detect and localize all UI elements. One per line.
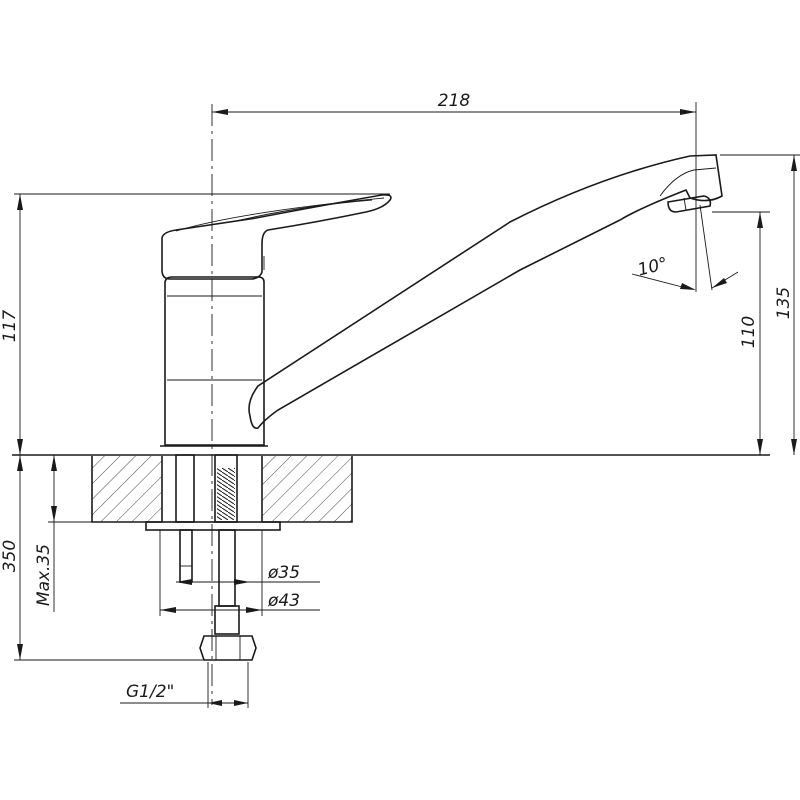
outlet-height-label: 110 bbox=[739, 316, 759, 348]
dimension-total-height: 135 bbox=[720, 154, 800, 455]
angle-arrow-right bbox=[712, 278, 727, 288]
hose-connection-nut bbox=[199, 635, 257, 661]
hole-diameter-arrow-left bbox=[176, 579, 192, 585]
lever-handle-top-edge bbox=[175, 197, 385, 232]
spout bbox=[248, 154, 723, 430]
hose-length-label: 350 bbox=[0, 540, 20, 572]
lever-handle-body bbox=[161, 194, 392, 280]
fixing-plate bbox=[145, 521, 281, 531]
angle-arrow-left bbox=[680, 283, 696, 290]
dimension-base-diameter: ø43 bbox=[160, 530, 320, 616]
base-diameter-label: ø43 bbox=[267, 591, 300, 611]
spout-tip-curve bbox=[659, 167, 717, 197]
outlet-height-arrow-bottom bbox=[757, 439, 763, 455]
aerator-detail bbox=[683, 197, 687, 211]
countertop-right-edge bbox=[262, 456, 353, 523]
body-height-arrow-top bbox=[17, 194, 23, 210]
body-cylinder bbox=[164, 276, 265, 446]
outlet-height-arrow-top bbox=[757, 212, 763, 228]
reach-label: 218 bbox=[438, 91, 471, 111]
thread-label: G1/2" bbox=[126, 682, 174, 702]
max-thickness-arrow-top bbox=[51, 455, 57, 471]
total-height-arrow-bottom bbox=[791, 439, 797, 455]
fixing-stud bbox=[179, 529, 193, 583]
hose-length-arrow-top bbox=[17, 455, 23, 471]
max-thickness-label: Max.35 bbox=[34, 544, 54, 606]
dimension-spout-reach: 218 bbox=[212, 91, 697, 205]
hole-diameter-label: ø35 bbox=[267, 563, 300, 583]
dimension-connection-thread: G1/2" bbox=[120, 662, 249, 708]
faucet-body bbox=[160, 276, 268, 447]
dimension-hole-diameter: ø35 bbox=[159, 530, 320, 616]
thread-arrow-left bbox=[208, 700, 222, 706]
dimension-hose-length: 350 bbox=[0, 455, 206, 661]
angle-spray-line bbox=[699, 204, 713, 291]
spout-body bbox=[248, 154, 723, 430]
base-diameter-arrow-right bbox=[246, 607, 262, 613]
dimension-spout-angle: 10° bbox=[631, 204, 739, 292]
hose-ferrule bbox=[214, 605, 240, 635]
hose-upper bbox=[214, 454, 238, 523]
hose-upper-braid bbox=[217, 468, 235, 520]
countertop-section bbox=[12, 454, 770, 523]
body-height-label: 117 bbox=[0, 310, 20, 343]
reach-arrow-left bbox=[212, 109, 228, 115]
supply-hose bbox=[218, 529, 236, 607]
max-thickness-arrow-bottom bbox=[51, 506, 57, 522]
thread-arrow-right bbox=[234, 700, 248, 706]
mounting-hardware bbox=[145, 454, 281, 661]
hole-diameter-arrow-right bbox=[234, 579, 250, 585]
angle-leader-left bbox=[631, 273, 691, 290]
aerator bbox=[667, 195, 712, 213]
angle-label: 10° bbox=[636, 254, 670, 281]
total-height-arrow-top bbox=[791, 155, 797, 171]
hose-length-arrow-bottom bbox=[17, 644, 23, 660]
lever-handle-highlight bbox=[235, 199, 373, 222]
dimension-outlet-height: 110 bbox=[712, 211, 770, 455]
total-height-label: 135 bbox=[774, 287, 794, 319]
countertop-right-hatch bbox=[262, 456, 352, 522]
body-height-arrow-bottom bbox=[17, 439, 23, 455]
lever-handle bbox=[161, 194, 392, 280]
base-diameter-arrow-left bbox=[160, 607, 176, 613]
dimension-body-height: 117 bbox=[0, 193, 390, 455]
fixing-stud-upper bbox=[175, 454, 195, 523]
reach-arrow-right bbox=[680, 109, 696, 115]
dimension-max-thickness: Max.35 bbox=[34, 455, 92, 612]
countertop-left-hatch bbox=[92, 456, 162, 522]
